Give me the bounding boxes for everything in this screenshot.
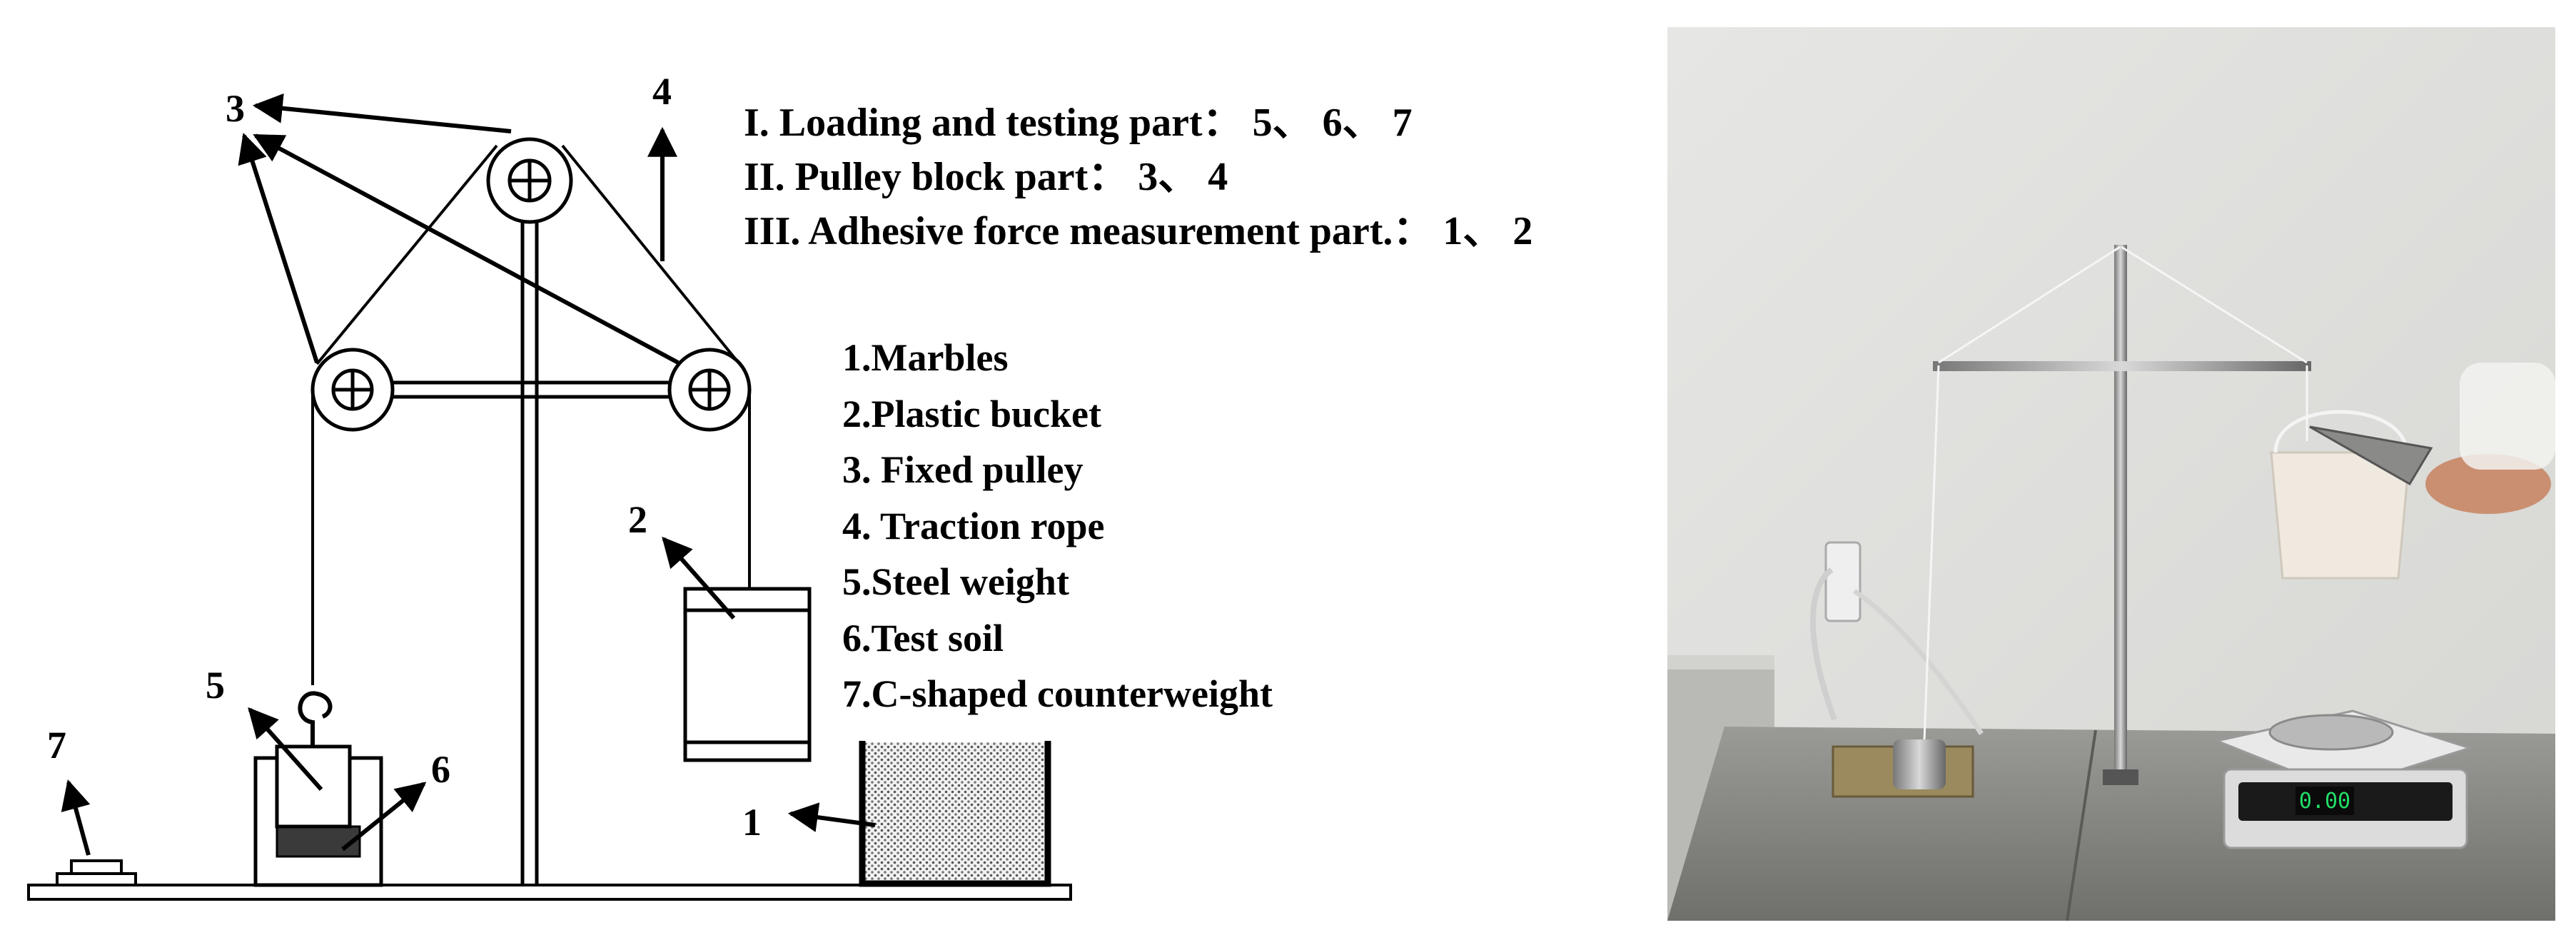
fixed-pulley-top	[486, 137, 573, 224]
legend-item-test-soil: 6.Test soil	[842, 616, 1004, 659]
vertical-stand	[520, 187, 539, 885]
parts-line-pulley: II. Pulley block part： 3、 4	[744, 155, 1228, 199]
apparatus-schematic: 3 4 2 5 6 1 7	[27, 70, 1072, 901]
parts-line-loading: I. Loading and testing part： 5、 6、 7	[744, 101, 1413, 145]
scale-display-value: 0.00	[2299, 789, 2350, 814]
photo-crossbar	[1933, 361, 2311, 371]
callout-3: 3	[226, 87, 245, 130]
callout-arrows	[61, 93, 876, 856]
crossbar	[357, 380, 710, 399]
callout-7: 7	[47, 724, 66, 767]
photo-power-outlet	[1824, 541, 1862, 622]
legend-item-traction-rope: 4. Traction rope	[842, 504, 1105, 547]
photo-stand	[2114, 245, 2127, 777]
callout-2: 2	[628, 498, 647, 541]
legend-item-c-shaped-counterweight: 7.C-shaped counterweight	[842, 672, 1273, 715]
legend-item-fixed-pulley: 3. Fixed pulley	[842, 448, 1084, 491]
steel-weight	[275, 691, 352, 829]
legend-item-plastic-bucket: 2.Plastic bucket	[842, 392, 1101, 435]
photo-scoop	[2309, 425, 2433, 486]
c-shaped-counterweight	[56, 859, 137, 886]
parts-line-adhesive: III. Adhesive force measurement part.： 1…	[744, 209, 1533, 253]
photo-steel-weight	[1893, 739, 1946, 789]
photo-digital-scale: 0.00	[2213, 709, 2473, 849]
component-legend: 1.Marbles 2.Plastic bucket 3. Fixed pull…	[842, 330, 1273, 722]
traction-rope	[311, 144, 751, 685]
callout-5: 5	[206, 664, 225, 707]
base-plate	[27, 884, 1072, 901]
callout-1: 1	[742, 801, 762, 844]
fixed-pulley-left	[310, 348, 395, 432]
apparatus-photo: 0.00	[1667, 27, 2555, 921]
callout-6: 6	[431, 748, 450, 791]
fixed-pulley-right	[667, 348, 752, 432]
scale-display	[2295, 787, 2354, 815]
marbles-container	[859, 741, 1051, 887]
callout-4: 4	[652, 70, 672, 113]
parts-description: I. Loading and testing part： 5、 6、 7 II.…	[744, 96, 1532, 258]
plastic-bucket	[683, 587, 812, 762]
legend-item-marbles: 1.Marbles	[842, 336, 1009, 379]
legend-item-steel-weight: 5.Steel weight	[842, 560, 1069, 603]
